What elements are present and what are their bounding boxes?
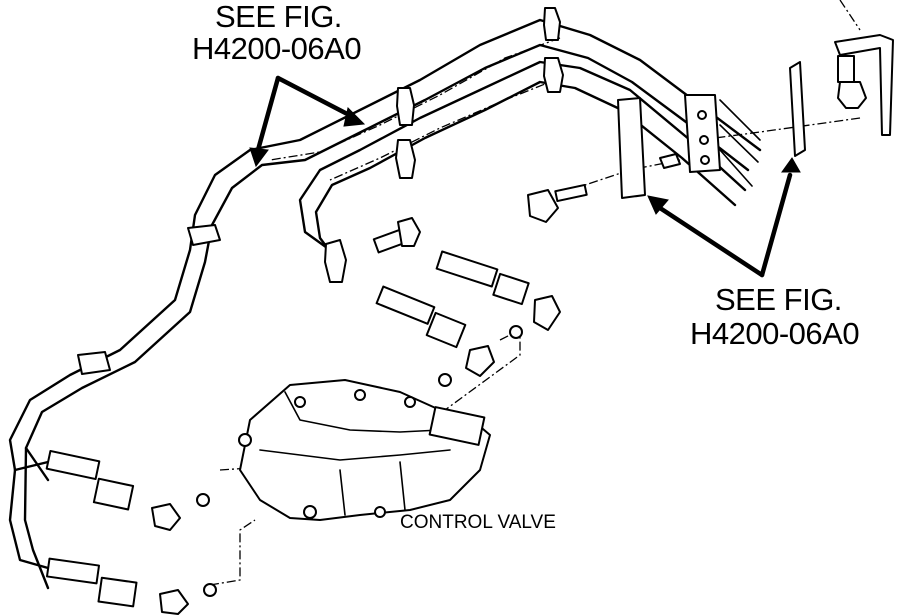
pointer-arrows-right	[647, 157, 801, 278]
clamp-top-right	[543, 7, 564, 93]
clamp-mid	[324, 239, 347, 283]
clamp-top-mid	[395, 87, 416, 179]
fitting-hose-end-2	[375, 285, 467, 349]
pointer-arrows-top	[249, 75, 366, 168]
mounting-bracket-right	[684, 94, 761, 187]
fitting-elbow-low	[438, 345, 495, 387]
ref-label-right-line2: H4200-06A0	[690, 316, 859, 351]
clamp-left-upper	[187, 224, 221, 246]
fitting-left-lower	[45, 557, 217, 615]
fitting-elbow-mid	[509, 295, 561, 339]
hose-clamps	[77, 7, 564, 375]
hose-fittings	[45, 217, 561, 615]
bolt-left-of-bracket	[527, 153, 681, 223]
fitting-hose-end-1	[435, 250, 530, 306]
fitting-left-upper	[45, 449, 210, 531]
angle-bracket-top-right	[834, 34, 894, 136]
plate-bracket	[789, 61, 806, 157]
ref-label-top-line2: H4200-06A0	[192, 31, 361, 66]
support-bracket	[617, 97, 646, 199]
ref-label-right-line1: SEE FIG.	[715, 282, 842, 317]
ref-label-top-line1: SEE FIG.	[215, 0, 342, 34]
control-valve-body	[238, 379, 491, 521]
clamp-left-lower	[77, 351, 111, 375]
fitting-bolt-upper	[372, 217, 421, 254]
control-valve-label: CONTROL VALVE	[400, 512, 556, 533]
